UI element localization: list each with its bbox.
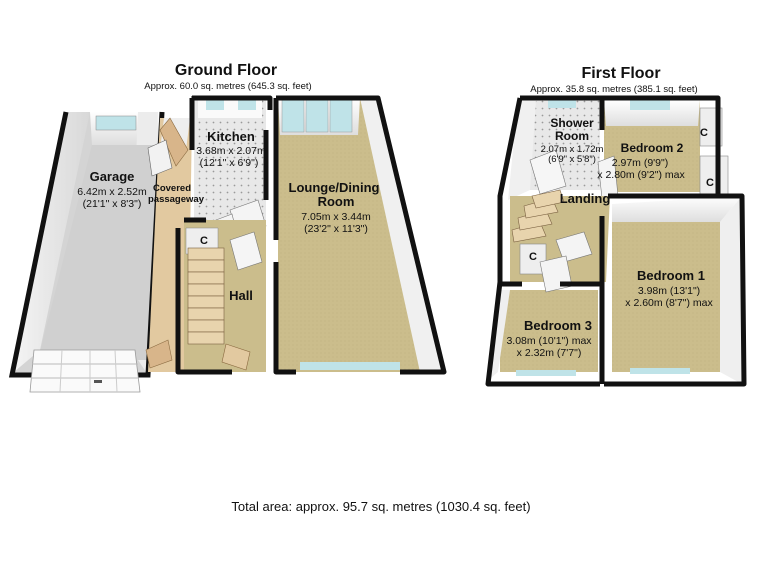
ground-floor: [8, 95, 447, 393]
bedroom-1-label: Bedroom 1: [637, 268, 705, 283]
bedroom-1-dim-1: 3.98m (13'1"): [638, 285, 700, 297]
lounge-dim-imperial: (23'2" x 11'3"): [304, 223, 368, 235]
hall-label: Hall: [229, 288, 253, 303]
landing-room: [510, 189, 610, 282]
bedroom-2-dim-2: x 2.80m (9'2") max: [597, 169, 685, 181]
garage-door: [29, 349, 141, 393]
shower-label-2: Room: [555, 129, 589, 143]
ground-floor-area: Approx. 60.0 sq. metres (645.3 sq. feet): [144, 81, 311, 92]
hall-cupboard-label: C: [200, 235, 208, 247]
cupboard-label-1: C: [700, 127, 708, 139]
ground-floor-walls: [175, 95, 447, 375]
lounge-dim-metric: 7.05m x 3.44m: [301, 211, 371, 223]
covered-label-2: passageway: [148, 194, 205, 205]
first-floor-labels: First Floor Approx. 35.8 sq. metres (385…: [506, 65, 714, 359]
lounge-dining-room: [278, 98, 444, 372]
shower-dim-imperial: (6'9" x 5'8"): [548, 154, 596, 165]
cupboard-label-2: C: [706, 177, 714, 189]
ground-floor-title: Ground Floor: [175, 62, 277, 79]
covered-label-1: Covered: [153, 183, 191, 194]
bedroom-1-room: [612, 196, 742, 384]
bedroom-2-room: [597, 100, 729, 199]
garage-room: [8, 111, 165, 393]
staircase: [187, 247, 225, 345]
lounge-label-2: Room: [318, 194, 355, 209]
first-floor-staircase: [511, 189, 565, 243]
covered-passageway: [145, 117, 192, 372]
bedroom-3-dim-1: 3.08m (10'1") max: [506, 335, 592, 347]
kitchen-label: Kitchen: [207, 129, 255, 144]
bedroom-2-label: Bedroom 2: [621, 141, 684, 155]
garage-label: Garage: [90, 169, 135, 184]
cupboard-label-3: C: [529, 251, 537, 263]
first-floor-walls: [485, 95, 747, 387]
total-area-label: Total area: approx. 95.7 sq. metres (103…: [231, 499, 530, 514]
lounge-label-1: Lounge/Dining: [289, 180, 380, 195]
kitchen-dim-imperial: (12'1" x 6'9"): [200, 157, 259, 169]
first-floor: [485, 95, 747, 387]
first-floor-title: First Floor: [581, 65, 660, 82]
shower-label-1: Shower: [550, 116, 594, 130]
bedroom-2-dim-1: 2.97m (9'9"): [612, 157, 669, 169]
bedroom-3-dim-2: x 2.32m (7'7"): [517, 347, 582, 359]
kitchen-dim-metric: 3.68m x 2.07m: [196, 145, 266, 157]
bedroom-3-label: Bedroom 3: [524, 318, 592, 333]
landing-label: Landing: [560, 191, 611, 206]
shower-dim-metric: 2.07m x 1.72m: [541, 144, 604, 155]
ground-floor-labels: Ground Floor Approx. 60.0 sq. metres (64…: [77, 62, 379, 303]
hall-room: [184, 220, 266, 372]
garage-dim-metric: 6.42m x 2.52m: [77, 186, 147, 198]
bedroom-1-dim-2: x 2.60m (8'7") max: [625, 297, 713, 309]
first-floor-area: Approx. 35.8 sq. metres (385.1 sq. feet): [530, 84, 697, 95]
shower-room: [508, 100, 600, 200]
garage-dim-imperial: (21'1" x 8'3"): [83, 198, 142, 210]
